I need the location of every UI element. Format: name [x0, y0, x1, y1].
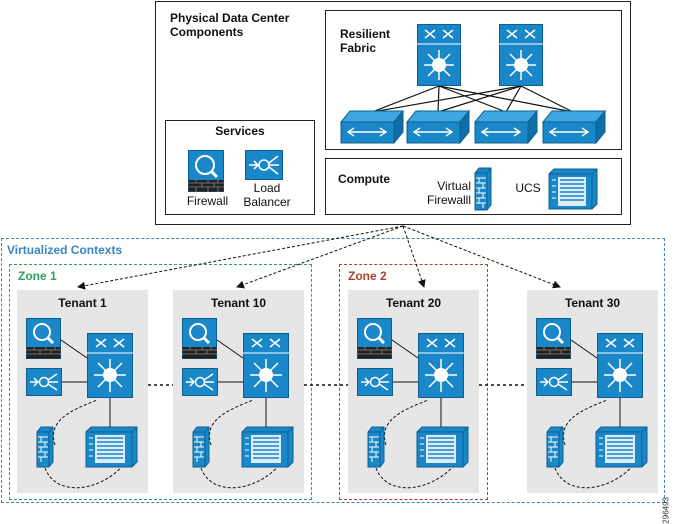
firewall-icon: [188, 150, 224, 192]
tenant-links-internal: [554, 339, 638, 489]
nexus-switch-icon: [87, 333, 133, 398]
tenant-title: Tenant 1: [58, 296, 107, 310]
firewall-icon: [182, 318, 217, 359]
figure-id: 296493: [662, 497, 671, 524]
tenant-title: Tenant 20: [385, 296, 442, 310]
nexus-switch-icon: [597, 333, 643, 398]
nexus-switch-icon: [243, 333, 289, 398]
virtual-firewall-icon: [546, 426, 564, 468]
load-balancer-icon: [357, 368, 393, 396]
virtual-firewall-label: Virtual Firewalll: [426, 179, 471, 207]
tenant-title: Tenant 10: [210, 296, 267, 310]
compute-label: Compute: [338, 172, 390, 186]
tenant-device-group: [182, 318, 294, 489]
virtual-firewall-icon: [36, 426, 54, 468]
leaf-switch-icon: [405, 109, 471, 145]
firewall-icon: [357, 318, 392, 359]
virtual-firewall-icon: [367, 426, 385, 468]
load-balancer-icon: [182, 368, 218, 396]
tenant-device-group: [357, 318, 469, 489]
firewall-icon: [536, 318, 571, 359]
physical-dc-title: Physical Data Center Components: [170, 11, 290, 39]
load-balancer-icon: [536, 368, 572, 396]
services-label: Services: [215, 124, 265, 138]
virtual-firewall-icon: [192, 426, 210, 468]
ucs-icon: [416, 426, 469, 468]
virtual-firewall-icon: [474, 167, 492, 211]
tenant-links-internal: [44, 339, 128, 489]
leaf-switch-icon: [473, 109, 539, 145]
ucs-icon: [241, 426, 294, 468]
tenant-links-internal: [375, 339, 459, 489]
ucs-icon: [548, 168, 598, 210]
zone-1-label: Zone 1: [18, 269, 57, 283]
tenant-device-group: [26, 318, 138, 489]
leaf-switch-icon: [541, 109, 607, 145]
firewall-label: Firewall: [186, 194, 229, 208]
virtualized-contexts-title: Virtualized Contexts: [7, 243, 123, 257]
load-balancer-icon: [245, 150, 283, 180]
ucs-icon: [595, 426, 648, 468]
nexus-switch-icon: [499, 24, 543, 86]
tenant-title: Tenant 30: [564, 296, 621, 310]
zone-2-label: Zone 2: [348, 269, 387, 283]
nexus-switch-icon: [418, 333, 464, 398]
load-balancer-icon: [26, 368, 62, 396]
ucs-icon: [85, 426, 138, 468]
tenant-links-internal: [200, 339, 284, 489]
firewall-icon: [26, 318, 61, 359]
leaf-switch-icon: [339, 109, 405, 145]
ucs-label: UCS: [515, 181, 541, 195]
tenant-device-group: [536, 318, 648, 489]
fabric-label: Resilient Fabric: [340, 27, 391, 55]
load-balancer-label: Load Balancer: [243, 181, 291, 209]
nexus-switch-icon: [417, 24, 461, 86]
